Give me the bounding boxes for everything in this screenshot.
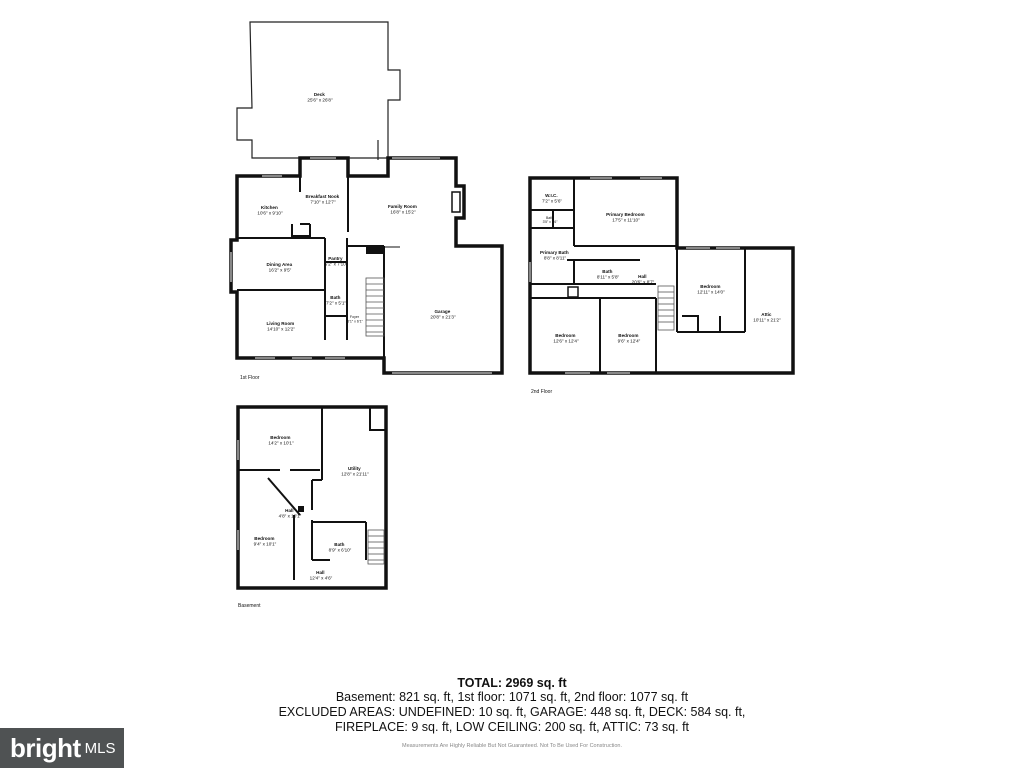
room-family-room: Family Room 16'8" x 15'2" <box>388 204 418 215</box>
room-primary-bath: Primary Bath 8'8" x 8'11" <box>540 250 570 261</box>
first-floor-plan: Deck 25'6" x 26'8" Kitchen 10'6" x 9'10"… <box>229 21 504 381</box>
basement-plan: Bedroom 14'2" x 10'1" Utility 12'8" x 21… <box>236 405 388 609</box>
excluded-areas-line2: FIREPLACE: 9 sq. ft, LOW CEILING: 200 sq… <box>334 720 690 734</box>
excluded-areas-line1: EXCLUDED AREAS: UNDEFINED: 10 sq. ft, GA… <box>278 705 746 719</box>
fireplace <box>451 191 461 213</box>
room-wic: W.I.C. 7'2" x 5'6" <box>542 193 562 204</box>
basement-outline <box>236 405 388 590</box>
basement-stairs <box>367 529 385 565</box>
room-bath: Bath 7'2" x 5'1" <box>326 295 346 306</box>
room-attic: Attic 10'11" x 21'2" <box>753 312 781 323</box>
floor-areas: Basement: 821 sq. ft, 1st floor: 1071 sq… <box>335 690 689 704</box>
room-foyer: Foyer 5'1" x 6'1" <box>347 315 363 324</box>
room-basement-hall-mid: Hall 4'8" x 10'1" <box>279 508 302 519</box>
room-basement-bath: Bath 8'9" x 6'10" <box>329 542 352 553</box>
second-floor-stairs <box>657 285 675 331</box>
first-floor-label: 1st Floor <box>240 375 260 381</box>
total-area: TOTAL: 2969 sq. ft <box>457 676 567 690</box>
logo-suffix: MLS <box>84 739 116 757</box>
room-kitchen: Kitchen 10'6" x 9'10" <box>257 205 283 216</box>
room-dining-area: Dining Area 16'2" x 9'5" <box>267 262 294 273</box>
second-floor-outline <box>528 176 795 375</box>
room-breakfast-nook: Breakfast Nook 7'10" x 12'7" <box>306 194 341 205</box>
room-living-room: Living Room 14'10" x 12'2" <box>266 321 295 332</box>
room-deck: Deck 25'6" x 26'8" <box>307 92 333 103</box>
logo-wordmark: bright <box>10 732 81 763</box>
room-primary-bedroom: Primary Bedroom 17'5" x 11'10" <box>606 212 646 223</box>
bright-mls-logo: bright MLS <box>0 728 124 768</box>
room-bedroom-sw: Bedroom 12'6" x 12'4" <box>553 333 579 344</box>
first-floor-stairs <box>365 277 385 337</box>
room-basement-bedroom-n: Bedroom 14'2" x 10'1" <box>268 435 294 446</box>
room-bedroom-ne: Bedroom 12'11" x 14'0" <box>697 284 725 295</box>
disclaimer: Measurements Are Highly Reliable But Not… <box>401 743 622 749</box>
room-bath: Bath 8'11" x 5'8" <box>597 269 620 280</box>
room-hall: Hall 20'6" x 8'7" <box>632 274 655 285</box>
room-pantry: Pantry 5'2" x 7'10" <box>325 256 348 267</box>
room-bedroom-s: Bedroom 9'6" x 12'4" <box>618 333 641 344</box>
room-bath-small: Bath 3'5" x 7'6" <box>543 216 559 224</box>
second-floor-plan: W.I.C. 7'2" x 5'6" Primary Bedroom 17'5"… <box>528 176 795 395</box>
basement-label: Basement <box>238 603 261 609</box>
room-basement-bedroom-s: Bedroom 9'4" x 10'1" <box>254 536 277 547</box>
room-basement-hall-s: Hall 12'4" x 4'6" <box>310 570 333 581</box>
room-utility: Utility 12'8" x 21'11" <box>341 466 369 477</box>
second-floor-label: 2nd Floor <box>531 389 552 395</box>
deck-outline <box>236 21 401 159</box>
first-floor-outline <box>229 156 504 375</box>
room-garage: Garage 20'8" x 21'3" <box>430 309 456 320</box>
